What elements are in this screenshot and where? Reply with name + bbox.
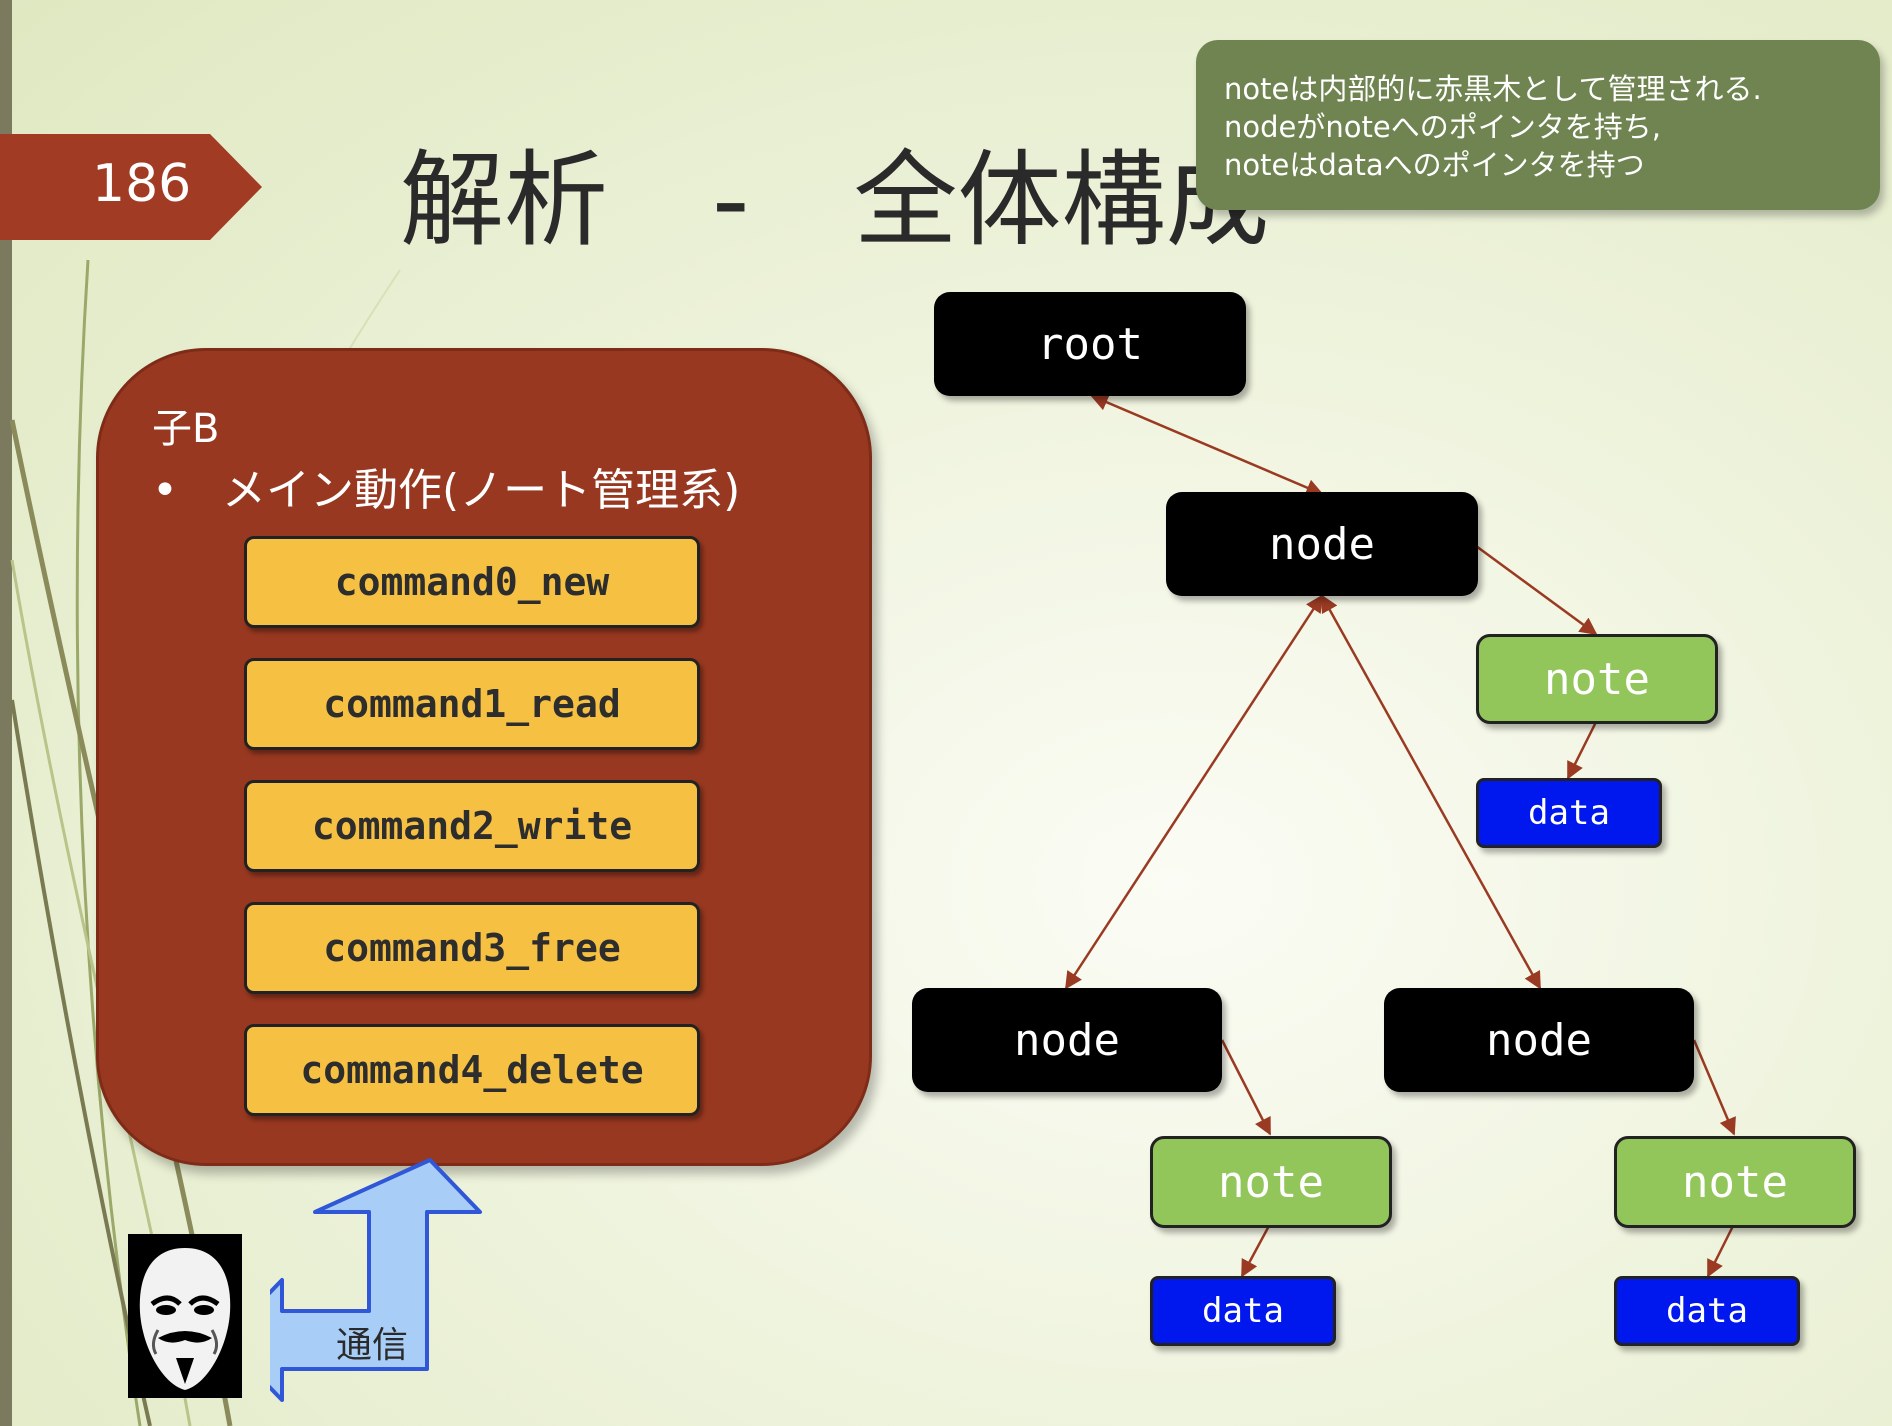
tree-node-top: node	[1166, 492, 1478, 596]
command-new-box: command0_new	[244, 536, 700, 628]
edge-note-data	[1566, 721, 1598, 780]
communication-label: 通信	[336, 1325, 409, 1366]
tree-node-right: node	[1384, 988, 1694, 1092]
tree-data-top: data	[1476, 778, 1662, 848]
anonymous-mask-icon	[128, 1234, 242, 1398]
page-number-badge	[0, 134, 262, 240]
edge-left-node-note	[1220, 1039, 1272, 1136]
left-accent-bar	[0, 0, 12, 1426]
tree-data-left: data	[1150, 1276, 1336, 1346]
callout-box	[1196, 40, 1880, 210]
callout-line-1: noteは内部的に赤黒木として管理される.	[1224, 72, 1762, 106]
edge-node-right-child	[1320, 594, 1542, 990]
edge-root-node	[1090, 394, 1324, 496]
edge-node-left-child	[1064, 594, 1324, 990]
edge-right-note-data	[1706, 1223, 1736, 1278]
command-write-box: command2_write	[244, 780, 700, 872]
panel-title: 子B	[152, 406, 220, 452]
tree-root-box: root	[934, 292, 1246, 396]
tree-note-right: note	[1614, 1136, 1856, 1228]
page-number: 186	[92, 154, 192, 214]
slide-title: 解析 - 全体構成	[400, 139, 1270, 261]
callout-line-3: noteはdataへのポインタを持つ	[1224, 148, 1645, 182]
edge-left-note-data	[1240, 1223, 1272, 1278]
communication-arrow	[270, 1158, 482, 1402]
tree-note-left: note	[1150, 1136, 1392, 1228]
edge-node-note	[1475, 544, 1598, 636]
command-read-box: command1_read	[244, 658, 700, 750]
panel-bullet: • メイン動作(ノート管理系)	[152, 465, 741, 516]
tree-data-right: data	[1614, 1276, 1800, 1346]
tree-note-top: note	[1476, 634, 1718, 724]
edge-right-node-note	[1692, 1039, 1736, 1136]
command-delete-box: command4_delete	[244, 1024, 700, 1116]
tree-node-left: node	[912, 988, 1222, 1092]
command-free-box: command3_free	[244, 902, 700, 994]
callout-line-2: nodeがnoteへのポインタを持ち,	[1224, 110, 1661, 144]
